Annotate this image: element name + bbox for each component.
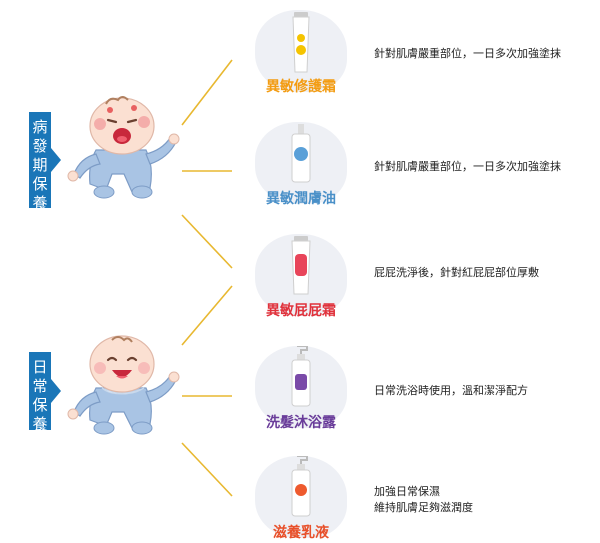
pump-bottle-icon	[291, 346, 311, 407]
description-line: 維持肌膚足夠滋潤度	[374, 501, 473, 514]
category-label-sick: 病發期保養	[29, 112, 61, 212]
connector-line	[181, 442, 233, 497]
pump-bottle-icon	[291, 456, 311, 517]
product-name: 滋養乳液	[273, 525, 329, 541]
product-card: 滋養乳液	[255, 456, 347, 541]
category-arrow	[51, 148, 61, 172]
crying-baby-icon	[67, 96, 180, 199]
category-label-text: 病發期保養	[32, 118, 48, 212]
product-card: 異敏屁屁霜	[255, 234, 347, 319]
product-name: 異敏潤膚油	[266, 191, 336, 207]
product-description: 日常洗浴時使用，溫和潔淨配方	[374, 383, 528, 399]
product-name: 洗髮沐浴露	[266, 415, 336, 431]
category-label-text: 日常保養	[32, 358, 48, 433]
category-arrow	[51, 379, 61, 403]
happy-baby-icon	[67, 335, 180, 435]
product-name: 異敏修護霜	[266, 79, 336, 95]
description-line: 針對肌膚嚴重部位，一日多次加強塗抹	[374, 47, 561, 60]
product-description: 屁屁洗淨後，針對紅屁屁部位厚敷	[374, 265, 539, 281]
product-name: 異敏屁屁霜	[266, 303, 336, 319]
product-card: 洗髮沐浴露	[255, 346, 347, 431]
description-line: 屁屁洗淨後，針對紅屁屁部位厚敷	[374, 266, 539, 279]
product-description: 針對肌膚嚴重部位，一日多次加強塗抹	[374, 46, 561, 62]
cream-tube-icon	[291, 236, 311, 295]
oil-bottle-icon	[291, 124, 311, 183]
category-label-daily: 日常保養	[29, 352, 61, 433]
product-description: 針對肌膚嚴重部位，一日多次加強塗抹	[374, 159, 561, 175]
product-card: 異敏修護霜	[255, 10, 347, 95]
product-description: 加強日常保濕 維持肌膚足夠滋潤度	[374, 484, 473, 516]
description-line: 加強日常保濕	[374, 485, 440, 498]
cream-tube-icon	[292, 12, 310, 73]
product-card: 異敏潤膚油	[255, 122, 347, 207]
description-line: 針對肌膚嚴重部位，一日多次加強塗抹	[374, 160, 561, 173]
description-line: 日常洗浴時使用，溫和潔淨配方	[374, 384, 528, 397]
connector-line	[181, 285, 233, 346]
connector-line	[181, 214, 233, 269]
connector-line	[181, 59, 233, 126]
